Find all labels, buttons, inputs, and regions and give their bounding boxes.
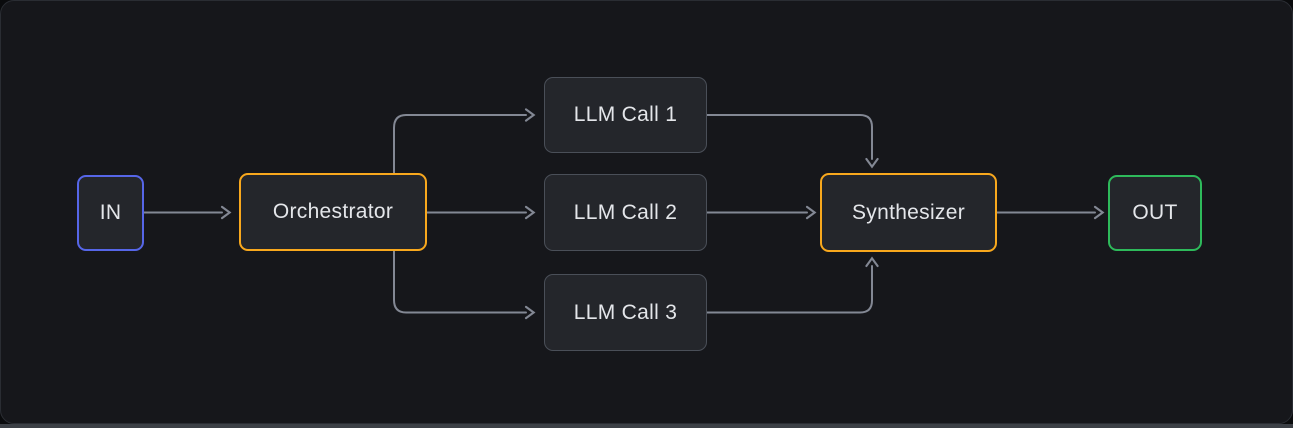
edge-llm-call-3-to-synthesizer	[706, 256, 879, 314]
node-llm-call-1: LLM Call 1	[544, 77, 707, 153]
edge-orchestrator-to-llm-call-3	[393, 250, 536, 320]
node-orchestrator-label: Orchestrator	[272, 200, 394, 223]
edge-llm-call-1-to-synthesizer	[706, 114, 879, 169]
node-llm-call-3: LLM Call 3	[544, 274, 707, 351]
node-synthesizer: Synthesizer	[820, 173, 997, 252]
node-llm-call-1-label: LLM Call 1	[573, 103, 678, 126]
node-orchestrator: Orchestrator	[239, 173, 427, 251]
node-llm-call-2: LLM Call 2	[544, 174, 707, 251]
node-llm-call-2-label: LLM Call 2	[573, 200, 678, 224]
bottom-edge-strip	[0, 424, 1293, 428]
node-in-label: IN	[99, 201, 122, 224]
node-in: IN	[77, 175, 144, 251]
edge-orchestrator-to-llm-call-1	[393, 108, 536, 174]
node-out-label: OUT	[1132, 201, 1178, 224]
node-out: OUT	[1108, 175, 1202, 251]
node-synthesizer-label: Synthesizer	[851, 200, 966, 224]
node-llm-call-3-label: LLM Call 3	[573, 300, 678, 324]
